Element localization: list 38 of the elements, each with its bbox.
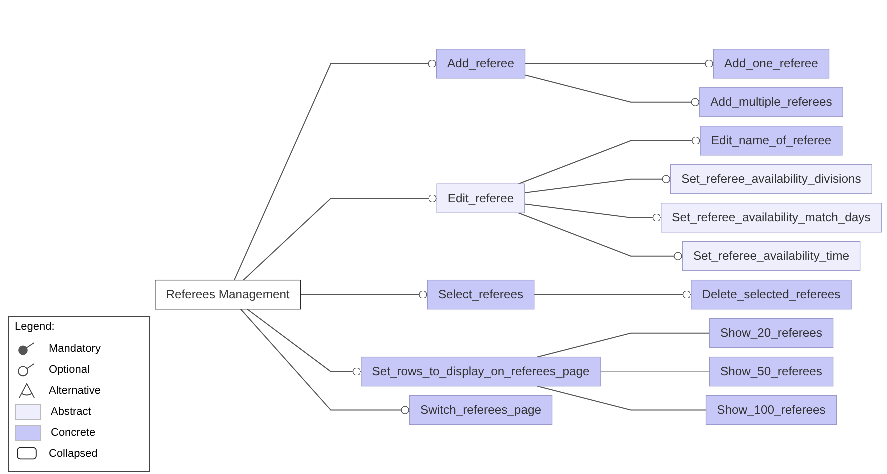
- connector-line: [300, 290, 428, 299]
- feature-box: Referees Management: [155, 280, 301, 310]
- feature-box: Add_referee: [436, 48, 526, 79]
- feature-box: Set_rows_to_display_on_referees_page: [361, 356, 601, 387]
- feature-box: Add_multiple_referees: [700, 87, 844, 118]
- feature-box: Add_one_referee: [713, 48, 830, 79]
- legend-title: Legend:: [15, 321, 56, 333]
- feature-box: Set_referee_availability_match_days: [661, 202, 882, 233]
- connector-line: [524, 204, 662, 222]
- connector-line: [525, 60, 714, 68]
- feature-box: Show_100_referees: [706, 395, 838, 426]
- connector-line: [525, 74, 700, 106]
- connector-line: [518, 136, 701, 184]
- connector-line: [534, 290, 692, 299]
- connector-line: [524, 175, 671, 194]
- feature-box: Set_referee_availability_divisions: [670, 164, 872, 194]
- feature-box: Switch_referees_page: [409, 395, 553, 426]
- connector-line: [600, 371, 710, 372]
- connector-line: [537, 386, 706, 411]
- feature-box: Set_referee_availability_time: [682, 241, 861, 272]
- feature-box: Edit_name_of_referee: [700, 126, 843, 156]
- legend-label: Optional: [49, 364, 90, 376]
- feature-box: Select_referees: [427, 280, 535, 310]
- feature-box: Show_20_referees: [709, 318, 834, 348]
- legend-label: Mandatory: [49, 343, 101, 355]
- legend-label: Abstract: [51, 406, 92, 418]
- connector-line: [537, 332, 710, 358]
- feature-box: Delete_selected_referees: [691, 280, 852, 310]
- legend-label: Collapsed: [49, 448, 98, 460]
- legend-label: Concrete: [51, 427, 96, 439]
- connector-line: [240, 308, 410, 414]
- connector-line: [243, 194, 438, 281]
- feature-box: Show_50_referees: [709, 356, 834, 387]
- legend-label: Alternative: [49, 385, 101, 397]
- feature-box: Edit_referee: [436, 184, 526, 214]
- connector-line: [247, 308, 362, 376]
- connector-line: [234, 60, 437, 280]
- connector-line: [518, 212, 683, 260]
